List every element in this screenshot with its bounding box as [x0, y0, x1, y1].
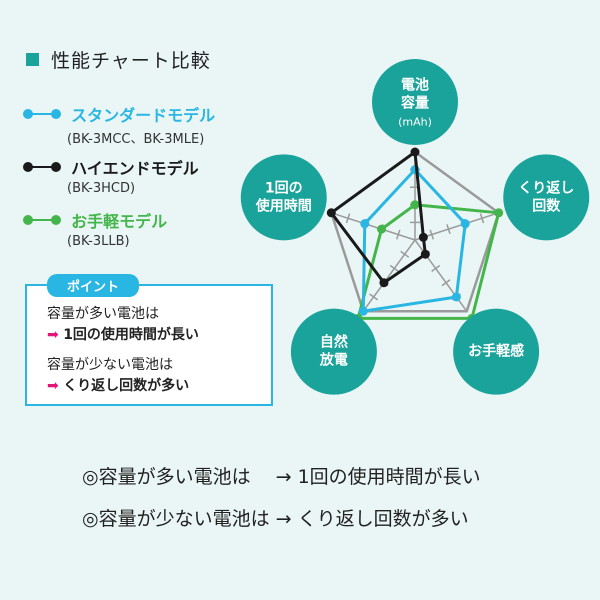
legend-name: ハイエンドモデル — [71, 159, 199, 178]
radar-tick — [396, 229, 401, 240]
radar-tick — [389, 264, 399, 273]
series-point-0 — [460, 219, 470, 229]
point-label: ポイント — [47, 274, 140, 297]
axis-circle — [290, 308, 377, 395]
legend-item-easy: お手軽モデル (BK-3LLB) — [23, 208, 256, 261]
axis-label: くり返し — [518, 179, 574, 196]
radar-spoke — [362, 239, 416, 312]
radar-tick — [431, 264, 441, 273]
radar-tick — [441, 279, 451, 287]
point-line2: 1回の使用時間が長い — [63, 327, 199, 343]
legend: スタンダードモデル (BK-3MCC、BK-3MLE) ハイエンドモデル (BK… — [23, 102, 256, 261]
point-line3: 容量が少ない電池は — [47, 357, 173, 373]
radar-tick — [345, 213, 351, 224]
bottom-note-2: ◎容量が少ない電池は → くり返し回数が多い — [82, 508, 469, 530]
series-point-1 — [418, 232, 428, 242]
axis-label: 1回の — [265, 180, 303, 196]
legend-name: お手軽モデル — [71, 212, 168, 231]
axis-label: 使用時間 — [255, 197, 312, 214]
pink-arrow-icon: ➡ — [47, 327, 59, 343]
series-line-2 — [356, 203, 501, 320]
legend-line-icon — [23, 215, 61, 225]
axis-circle — [503, 154, 590, 241]
radar-spoke — [414, 212, 499, 241]
radar-tick — [429, 229, 434, 240]
axis-label: 容量 — [400, 95, 429, 112]
legend-item-standard: スタンダードモデル (BK-3MCC、BK-3MLE) — [23, 102, 256, 155]
series-point-2 — [494, 208, 504, 218]
radar-tick — [400, 250, 410, 258]
legend-name: スタンダードモデル — [71, 106, 216, 125]
pink-arrow-icon: ➡ — [47, 378, 59, 394]
series-point-1 — [379, 278, 389, 288]
chart-title-row: 性能チャート比較 — [26, 46, 211, 73]
axis-label: 電池 — [401, 77, 429, 94]
axis-label: お手軽感 — [468, 343, 524, 360]
series-point-2 — [377, 224, 387, 234]
series-point-0 — [451, 292, 461, 302]
point-body: 容量が多い電池は ➡ 1回の使用時間が長い 容量が少ない電池は ➡ くり返し回数… — [47, 304, 199, 397]
axis-label: 放電 — [319, 352, 348, 369]
bottom-notes: ◎容量が多い電池は → 1回の使用時間が長い ◎容量が少ない電池は → くり返し… — [82, 462, 481, 546]
series-point-1 — [410, 147, 420, 157]
axis-circle — [372, 59, 458, 145]
series-line-1 — [329, 150, 427, 285]
title-square-icon — [26, 53, 39, 66]
radar-tick — [369, 293, 379, 301]
legend-model: (BK-3LLB) — [67, 234, 130, 249]
legend-model: (BK-3HCD) — [67, 181, 136, 196]
axis-circle — [453, 308, 540, 395]
axis-circle — [240, 154, 327, 241]
legend-line-icon — [23, 109, 61, 119]
series-point-0 — [360, 219, 370, 229]
legend-item-highend: ハイエンドモデル (BK-3HCD) — [23, 155, 256, 208]
bottom-note-1: ◎容量が多い電池は → 1回の使用時間が長い — [82, 466, 481, 488]
point-line1: 容量が多い電池は — [47, 306, 159, 322]
chart-title: 性能チャート比較 — [51, 50, 211, 72]
series-point-1 — [420, 249, 430, 259]
legend-line-icon — [23, 162, 61, 172]
point-line4: くり返し回数が多い — [63, 378, 190, 394]
series-point-2 — [410, 200, 420, 210]
axis-label: (mAh) — [398, 116, 432, 129]
axis-label: 回数 — [532, 197, 561, 214]
series-point-1 — [326, 208, 336, 218]
radar-tick — [446, 224, 451, 235]
legend-model: (BK-3MCC、BK-3MLE) — [67, 132, 205, 147]
axis-label: 自然 — [320, 334, 348, 351]
radar-tick — [479, 213, 485, 224]
radar-spoke — [331, 212, 416, 241]
series-line-0 — [361, 168, 467, 313]
point-box: ポイント 容量が多い電池は ➡ 1回の使用時間が長い 容量が少ない電池は ➡ く… — [25, 274, 273, 406]
series-point-0 — [358, 306, 368, 316]
